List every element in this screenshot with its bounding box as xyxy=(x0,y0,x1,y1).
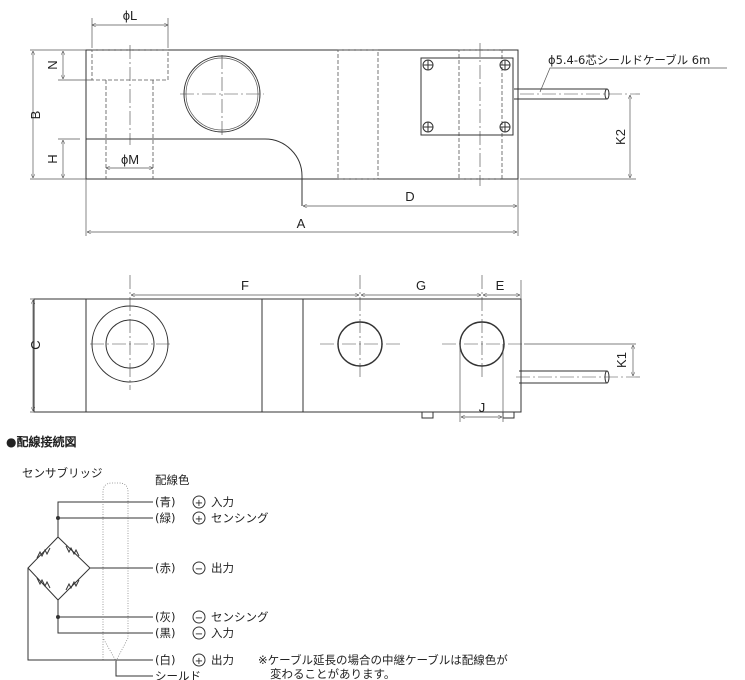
svg-text:−: − xyxy=(195,564,203,575)
svg-text:出力: 出力 xyxy=(211,653,234,667)
dim-phi-l: ϕL xyxy=(123,8,138,23)
svg-text:センシング: センシング xyxy=(211,511,269,525)
dim-c: C xyxy=(28,340,43,349)
wiring-diagram: ●配線接続図 センサブリッジ 配線色 (青) + 入力 (緑) + センシング xyxy=(6,434,508,680)
svg-text:(赤): (赤) xyxy=(155,561,175,575)
dim-j: J xyxy=(479,400,486,415)
note-line-1: ※ケーブル延長の場合の中継ケーブルは配線色が xyxy=(258,653,508,667)
wire-gray: (灰) − センシング xyxy=(155,610,269,624)
wire-black: (黒) − 入力 xyxy=(155,626,234,640)
wiring-title: ●配線接続図 xyxy=(6,434,76,449)
svg-text:センシング: センシング xyxy=(211,610,269,624)
shield-outline xyxy=(102,482,129,662)
svg-text:(灰): (灰) xyxy=(155,610,175,624)
svg-text:−: − xyxy=(195,629,203,640)
wire-blue: (青) + 入力 xyxy=(155,495,234,509)
svg-text:入力: 入力 xyxy=(211,626,234,640)
dim-d: D xyxy=(405,189,414,204)
dim-h: H xyxy=(45,154,60,163)
slot-outline xyxy=(86,138,303,206)
cable-spec-label: ϕ5.4-6芯シールドケーブル 6m xyxy=(548,53,710,67)
cover-plate xyxy=(420,57,514,136)
svg-text:入力: 入力 xyxy=(211,495,234,509)
svg-text:+: + xyxy=(195,498,203,509)
top-view: ϕL ϕM B N H D A K2 ϕ5.4-6芯シールドケーブル 6m xyxy=(28,8,727,236)
dim-phi-m: ϕM xyxy=(121,152,139,167)
svg-text:+: + xyxy=(195,656,203,667)
svg-text:(黒): (黒) xyxy=(155,626,175,640)
dim-f: F xyxy=(241,278,249,293)
cable-leader xyxy=(539,67,727,93)
svg-text:(緑): (緑) xyxy=(155,511,175,525)
note-line-2: 変わることがあります。 xyxy=(270,667,395,680)
svg-text:−: − xyxy=(195,613,203,624)
screw-icons xyxy=(422,59,511,133)
svg-text:(白): (白) xyxy=(155,653,175,667)
dim-g: G xyxy=(416,278,426,293)
wire-labels: (青) + 入力 (緑) + センシング (赤) − 出力 (灰) − センシン… xyxy=(155,495,269,667)
dim-k1: K1 xyxy=(614,352,629,368)
bottom-view: F G E C K1 J xyxy=(28,275,640,422)
dim-n: N xyxy=(45,60,60,69)
bridge-diamond xyxy=(27,536,91,601)
wire-white: (白) + 出力 xyxy=(155,653,234,667)
dim-a: A xyxy=(297,216,306,231)
dim-k2: K2 xyxy=(613,129,628,145)
svg-text:出力: 出力 xyxy=(211,561,234,575)
wire-red: (赤) − 出力 xyxy=(155,561,234,575)
svg-text:(青): (青) xyxy=(155,495,175,509)
wire-green: (緑) + センシング xyxy=(155,511,269,525)
svg-text:+: + xyxy=(195,514,203,525)
bridge-label: センサブリッジ xyxy=(22,466,103,480)
shield-label: シールド xyxy=(155,669,201,680)
dim-e: E xyxy=(496,278,505,293)
wire-color-header: 配線色 xyxy=(155,473,190,487)
resistor-icons xyxy=(36,545,80,591)
cable xyxy=(514,88,607,100)
dim-b: B xyxy=(28,111,43,120)
